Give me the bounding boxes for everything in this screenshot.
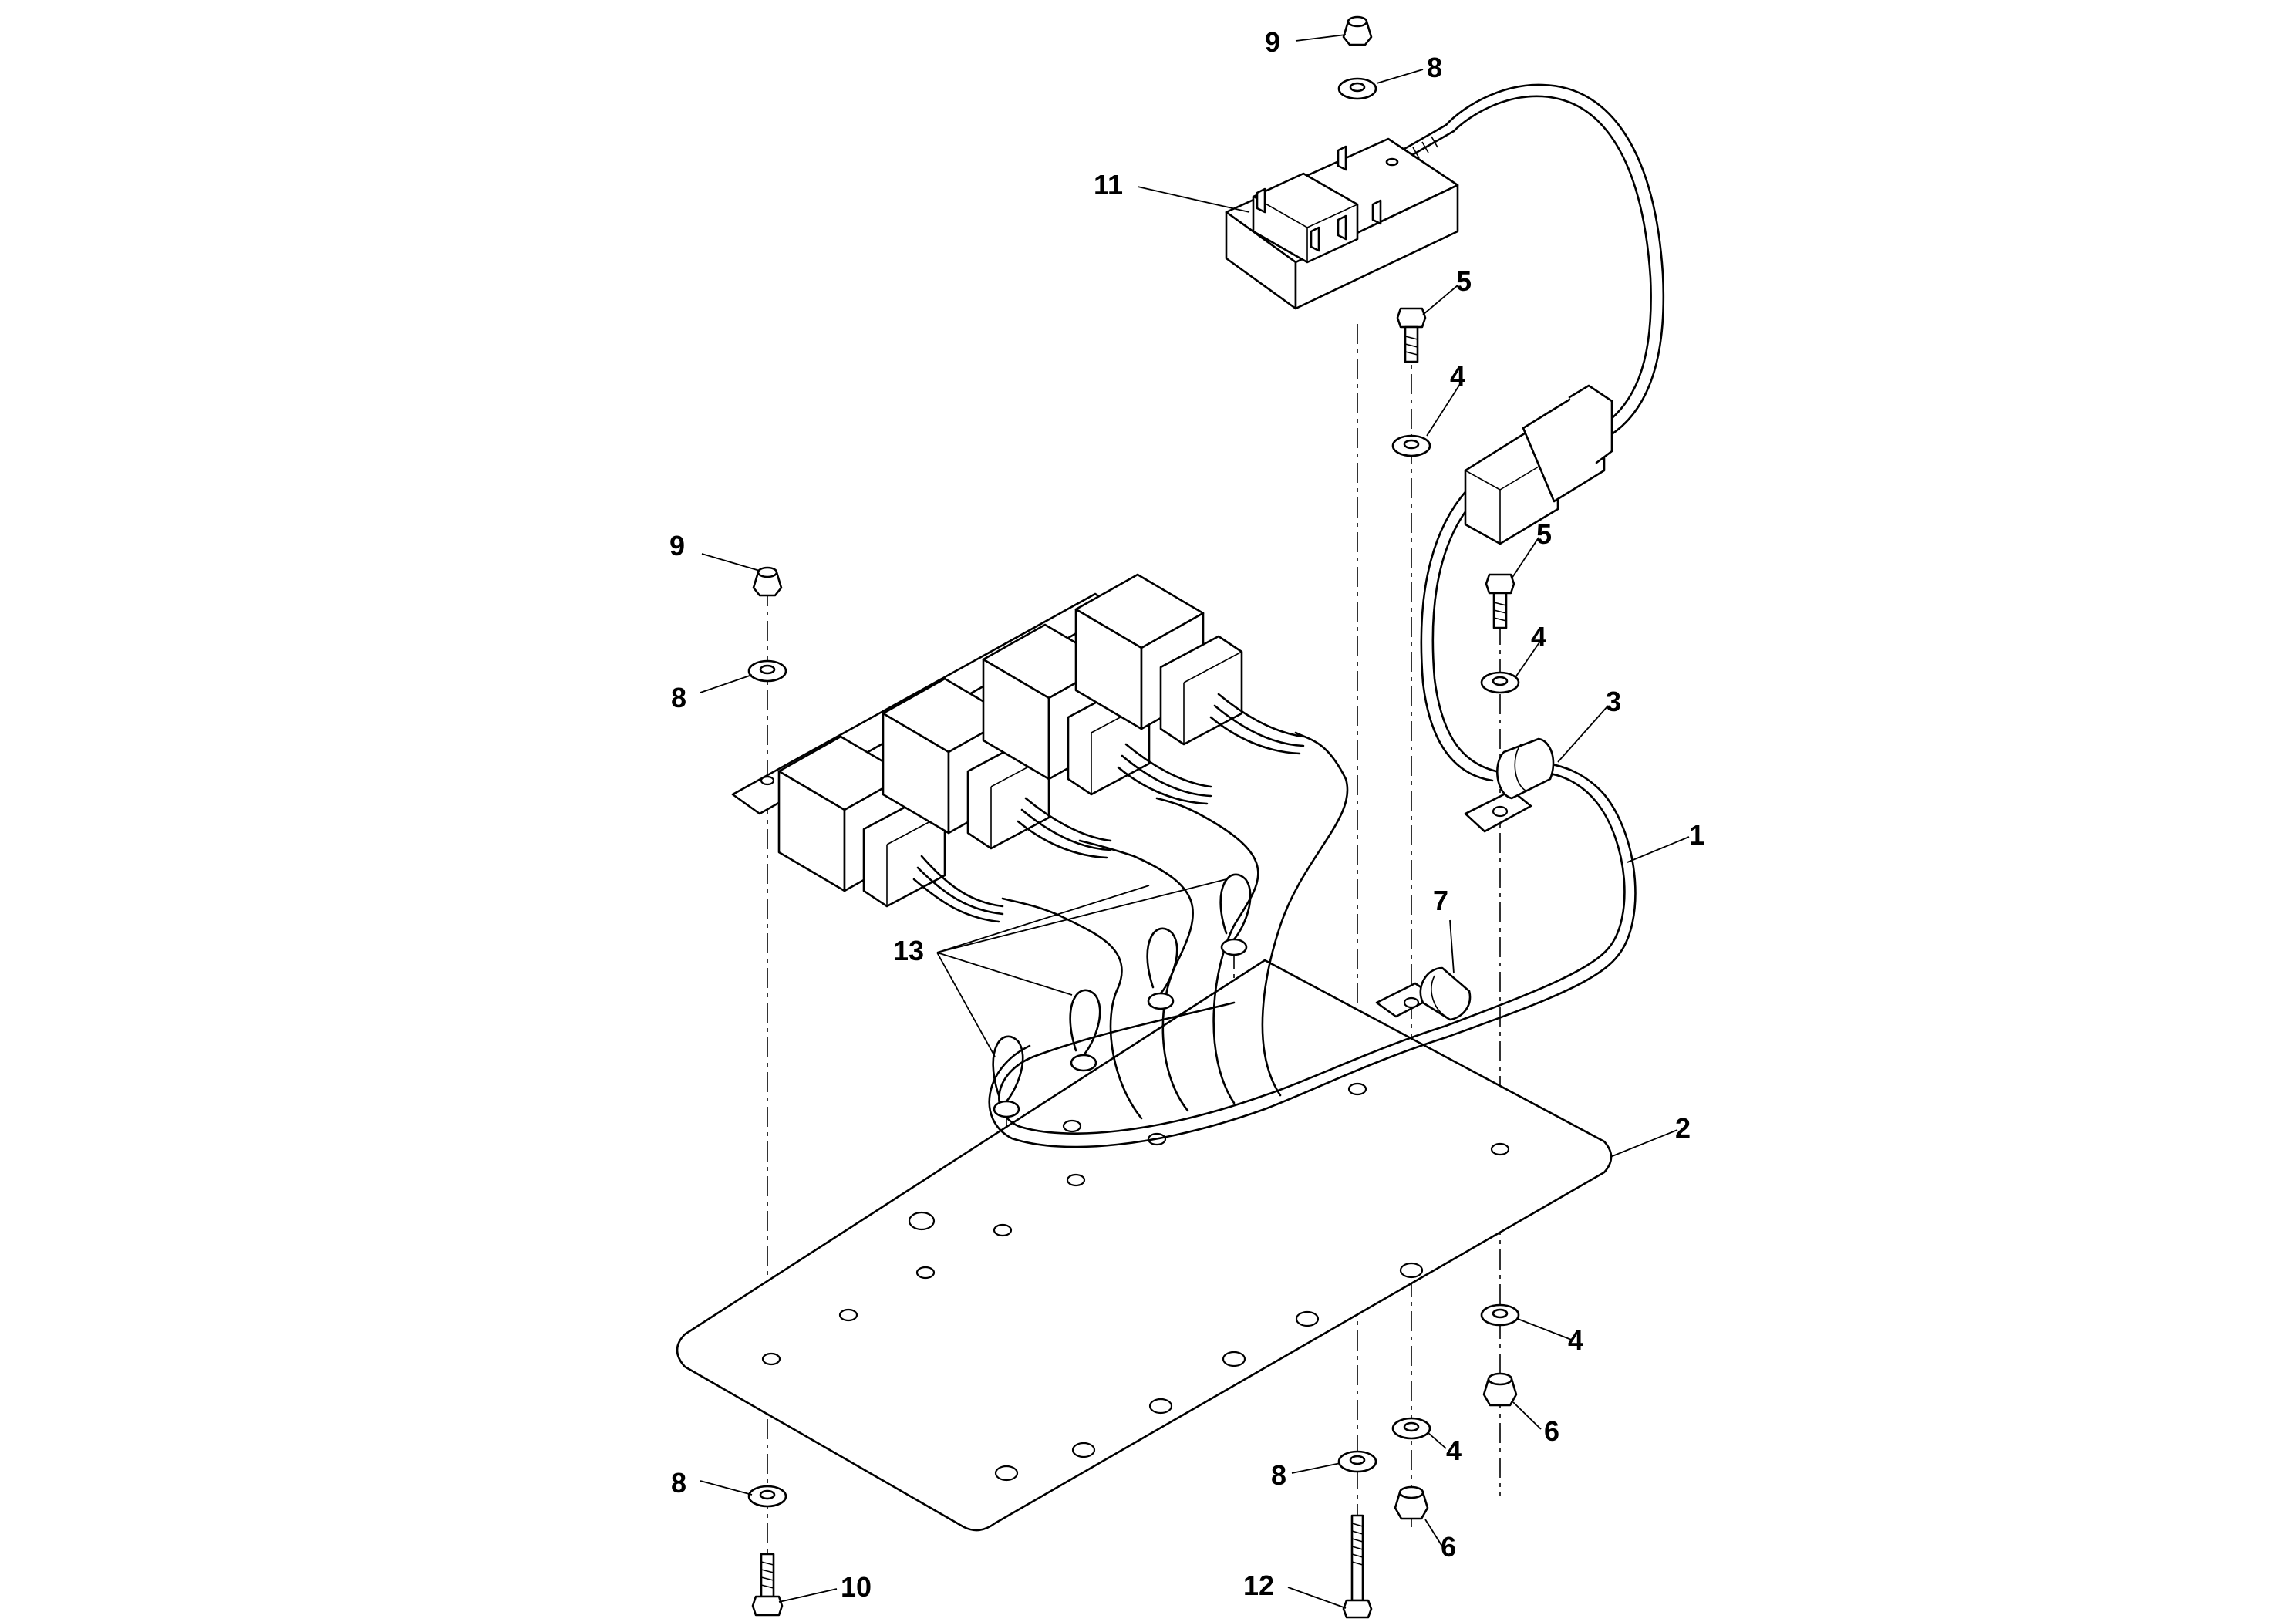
cable-tie-3 (1146, 927, 1178, 1010)
washer-4-upper (1391, 434, 1431, 457)
bolt-5-upper (1396, 307, 1427, 363)
callout-6-mid: 6 (1441, 1531, 1456, 1563)
callout-12: 12 (1243, 1570, 1274, 1601)
harness-clamp (1464, 737, 1555, 833)
washer-bottom-mid (1337, 1450, 1377, 1473)
plate-clamp (1375, 966, 1472, 1021)
leader-lines (700, 34, 1690, 1609)
plate-holes (761, 1082, 1510, 1482)
locknut-right (1482, 1372, 1518, 1407)
callout-9-module: 9 (1265, 26, 1280, 58)
washer-bottom-left (747, 1485, 787, 1508)
washer-relay-top (747, 659, 787, 683)
callout-13: 13 (893, 935, 924, 966)
nut-top-module (1342, 15, 1373, 46)
washer-module (1337, 77, 1377, 100)
callout-4-lower-mid: 4 (1446, 1435, 1462, 1466)
washer-4-lower-mid (1391, 1417, 1431, 1440)
cable-tie-4 (1219, 873, 1252, 956)
relay-1 (777, 735, 1004, 923)
callout-4-clamp: 4 (1531, 621, 1546, 653)
callout-5-upper: 5 (1456, 265, 1472, 297)
cable-tie-1 (992, 1035, 1024, 1118)
washer-4-clamp (1480, 671, 1520, 694)
module-assembly (1225, 137, 1459, 310)
bolt-10 (751, 1553, 784, 1617)
callout-1: 1 (1689, 819, 1704, 851)
callout-8-relay: 8 (671, 682, 686, 713)
callout-3: 3 (1606, 686, 1621, 717)
nut-top-relay (752, 566, 783, 597)
callout-5-lower: 5 (1536, 518, 1552, 550)
callout-8-bottom-mid: 8 (1271, 1459, 1286, 1491)
callout-6-right: 6 (1544, 1415, 1559, 1447)
callout-11: 11 (1094, 169, 1123, 201)
bolt-12 (1342, 1514, 1373, 1619)
callout-9-relay: 9 (669, 530, 685, 561)
locknut-mid (1394, 1485, 1429, 1520)
harness-connector (1464, 384, 1613, 545)
callout-8-module: 8 (1427, 52, 1442, 83)
relay-4 (1074, 573, 1305, 755)
callout-2: 2 (1675, 1112, 1691, 1144)
callout-7: 7 (1433, 885, 1448, 916)
washer-4-lower-right (1480, 1303, 1520, 1327)
callout-8-bottom-left: 8 (671, 1467, 686, 1499)
bolt-5-lower (1485, 573, 1515, 629)
cable-ties (992, 873, 1252, 1118)
callout-4-upper: 4 (1450, 360, 1465, 392)
cable-tie-2 (1069, 989, 1101, 1072)
callout-labels: 1 2 3 4 4 4 4 5 5 6 6 7 8 8 8 8 9 9 10 1… (669, 26, 1704, 1603)
callout-4-lower-right: 4 (1568, 1324, 1583, 1356)
mounting-plate (676, 959, 1613, 1532)
wiring-harness (988, 83, 1665, 1148)
callout-10: 10 (841, 1571, 872, 1603)
